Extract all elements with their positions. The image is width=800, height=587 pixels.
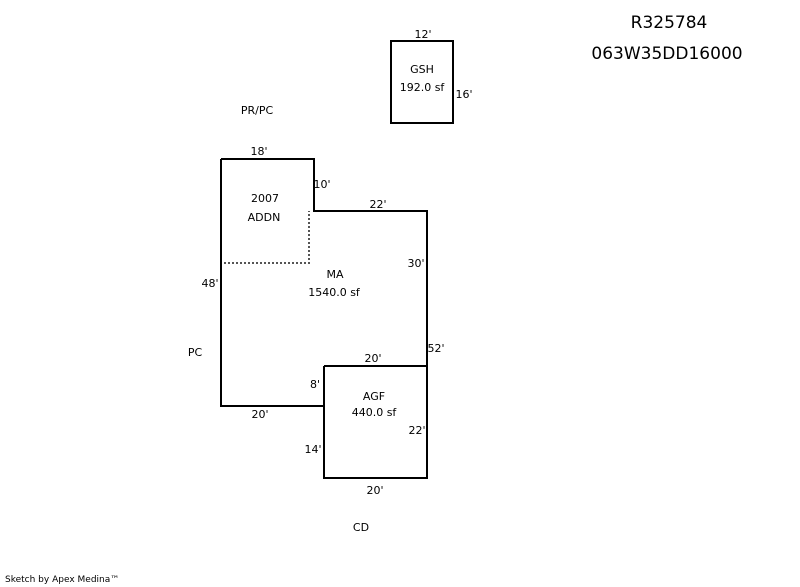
gsh-dim-top: 12'	[414, 28, 432, 41]
ma-dim-left: 48'	[201, 277, 219, 290]
gsh-label: GSH	[410, 63, 434, 76]
cd-label: CD	[352, 521, 370, 534]
agf-dim-bottom: 20'	[366, 484, 384, 497]
main-outline	[220, 158, 428, 479]
agf-label: AGF	[362, 390, 386, 403]
sketch-credit: Sketch by Apex Medina™	[5, 575, 120, 585]
ma-area: 1540.0 sf	[308, 286, 360, 299]
gsh-dim-right: 16'	[455, 88, 473, 101]
ma-dim-bottom: 20'	[251, 408, 269, 421]
ma-dim-right-upper: 30'	[407, 257, 425, 270]
pr-pc-label: PR/PC	[240, 104, 274, 117]
parcel-id: 063W35DD16000	[591, 44, 743, 64]
agf-area: 440.0 sf	[351, 406, 397, 419]
gsh-area: 192.0 sf	[399, 81, 445, 94]
agf-dim-right: 22'	[408, 424, 426, 437]
pc-label: PC	[187, 346, 203, 359]
agf-dim-left-lower: 14'	[304, 443, 322, 456]
addn-dim-top: 18'	[250, 145, 268, 158]
addn-label: ADDN	[247, 211, 281, 224]
addn-dim-right: 10'	[313, 178, 331, 191]
agf-dim-left-upper: 8'	[309, 378, 321, 391]
addn-year: 2007	[251, 192, 279, 205]
ma-dim-top-right: 22'	[369, 198, 387, 211]
ma-label: MA	[326, 268, 344, 281]
gsh-outline	[390, 40, 454, 124]
record-id: R325784	[630, 13, 708, 33]
ma-dim-right: 52'	[427, 342, 445, 355]
addn-dotted-boundary	[224, 211, 310, 264]
agf-dim-top: 20'	[364, 352, 382, 365]
